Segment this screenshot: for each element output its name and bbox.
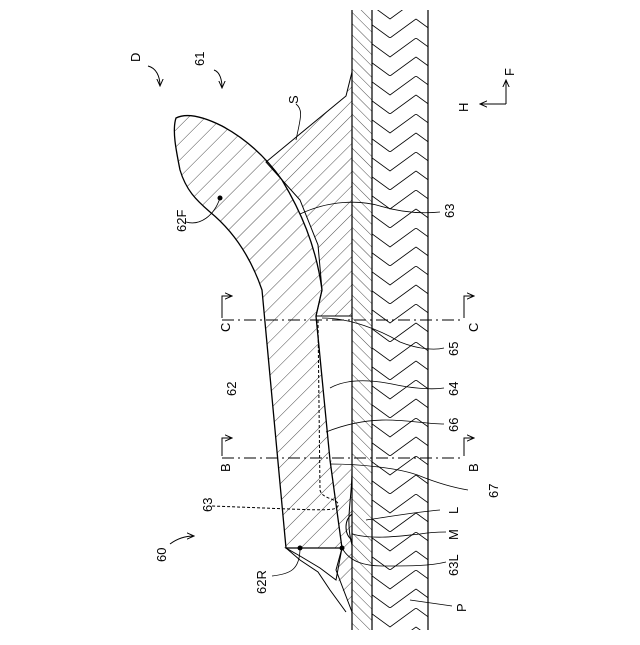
label-p: P bbox=[454, 603, 469, 612]
label-67: 67 bbox=[486, 484, 501, 498]
label-65: 65 bbox=[446, 342, 461, 356]
label-64: 64 bbox=[446, 382, 461, 396]
label-63-top: 63 bbox=[442, 204, 457, 218]
label-h: H bbox=[456, 103, 471, 112]
label-d: D bbox=[128, 53, 143, 62]
axis-arrows bbox=[480, 80, 506, 104]
label-63-left: 63 bbox=[200, 498, 215, 512]
section-line-b bbox=[222, 438, 474, 458]
label-60: 60 bbox=[154, 548, 169, 562]
label-l: L bbox=[446, 507, 461, 514]
label-f: F bbox=[502, 68, 517, 76]
label-62f: 62F bbox=[174, 210, 189, 232]
label-b-right: B bbox=[466, 463, 481, 472]
label-62r: 62R bbox=[254, 570, 269, 594]
label-63l: 63L bbox=[446, 554, 461, 576]
label-c-right: C bbox=[466, 323, 481, 332]
label-66: 66 bbox=[446, 418, 461, 432]
label-m: M bbox=[446, 529, 461, 540]
label-62: 62 bbox=[224, 382, 239, 396]
label-61: 61 bbox=[192, 52, 207, 66]
label-s: S bbox=[286, 95, 301, 104]
bottom-edge bbox=[286, 548, 346, 612]
label-b-left: B bbox=[218, 463, 233, 472]
label-c-left: C bbox=[218, 323, 233, 332]
